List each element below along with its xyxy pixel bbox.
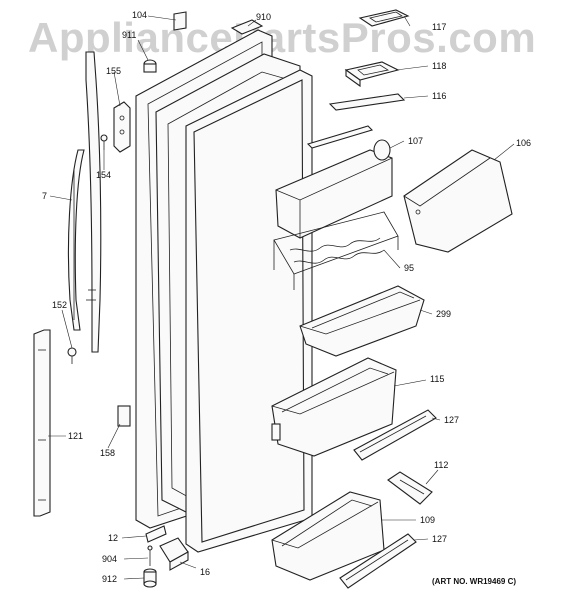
- callout-158: 158: [100, 448, 115, 458]
- bin-299[interactable]: [299, 285, 425, 357]
- cover-106[interactable]: [403, 149, 513, 253]
- cam-158[interactable]: [117, 405, 131, 427]
- callout-106: 106: [516, 138, 531, 148]
- callout-118: 118: [432, 61, 446, 71]
- callout-152: 152: [52, 300, 67, 310]
- callout-912: 912: [102, 574, 117, 584]
- leader-lines: [48, 15, 515, 580]
- bin-118[interactable]: [344, 61, 400, 88]
- callout-299: 299: [436, 309, 451, 319]
- pin-904[interactable]: [147, 545, 153, 566]
- callout-109: 109: [420, 515, 435, 525]
- callout-911: 911: [122, 30, 136, 40]
- callout-127-lower: 127: [432, 534, 447, 544]
- cap-910[interactable]: [230, 19, 264, 35]
- callout-7: 7: [42, 191, 47, 201]
- callout-910: 910: [256, 12, 271, 22]
- cover-117[interactable]: [358, 9, 410, 27]
- trim-strip[interactable]: [33, 329, 51, 517]
- wire-rack-95[interactable]: [273, 211, 399, 290]
- bar-116[interactable]: [328, 93, 406, 111]
- top-hinge-104[interactable]: [173, 11, 187, 31]
- door-gasket[interactable]: [185, 69, 313, 553]
- screw-152[interactable]: [67, 347, 77, 364]
- callout-121: 121: [68, 431, 83, 441]
- callout-107: 107: [408, 136, 423, 146]
- callout-127-upper: 127: [444, 415, 459, 425]
- hinge-bracket[interactable]: [113, 101, 131, 153]
- callout-115: 115: [430, 374, 444, 384]
- callout-16: 16: [200, 567, 210, 577]
- hinge-plate-12[interactable]: [145, 525, 167, 543]
- bushing-912[interactable]: [143, 568, 157, 588]
- callout-116: 116: [432, 91, 446, 101]
- callout-154: 154: [96, 170, 111, 180]
- clip-112[interactable]: [387, 471, 433, 505]
- screw-154[interactable]: [100, 134, 108, 150]
- bin-107[interactable]: [275, 125, 393, 239]
- bin-115[interactable]: [271, 357, 397, 457]
- callouts: 104 910 911 117 118 116 155 107 106 154 …: [42, 10, 531, 586]
- callout-12: 12: [108, 533, 118, 543]
- trim-127-lower[interactable]: [339, 533, 417, 589]
- callout-112: 112: [434, 460, 448, 470]
- art-number: (ART NO. WR19469 C): [432, 577, 516, 586]
- bushing-911[interactable]: [143, 59, 157, 73]
- callout-95: 95: [404, 263, 414, 273]
- callout-155: 155: [106, 66, 121, 76]
- callout-104: 104: [132, 10, 147, 20]
- hinge-block-16[interactable]: [159, 537, 189, 571]
- trim-127-upper[interactable]: [353, 409, 437, 461]
- door-handle[interactable]: [67, 51, 102, 353]
- callout-904: 904: [102, 554, 117, 564]
- callout-117: 117: [432, 22, 446, 32]
